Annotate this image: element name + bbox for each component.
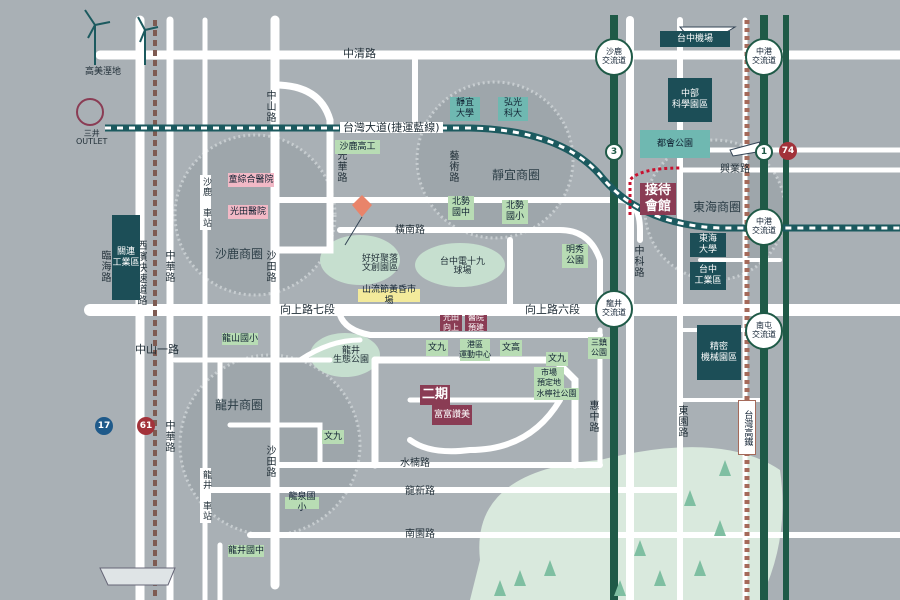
place-wenjiu-c: 文九 <box>322 430 344 444</box>
district-label-donghai: 東海商圈 <box>693 200 742 214</box>
interchange-longjing: 龍井 交流道 <box>595 290 633 328</box>
place-mitsui: 三井 OUTLET <box>76 129 108 146</box>
place-tunghai-university: 東海 大學 <box>690 233 726 257</box>
place-planned-hospital: 醫院 預建 <box>465 313 487 332</box>
road-label-nanyuan: 南園路 <box>405 529 435 540</box>
place-fuwang-project: 富富讚美 <box>432 405 472 425</box>
place-port-sports-center: 港區 運動中心 <box>459 339 491 361</box>
road-label-zhongxing: 興業路 <box>720 164 750 175</box>
place-taichung-airport: 台中機場 <box>660 31 730 47</box>
place-taiwan-hsr: 台灣高鐵 <box>738 400 756 455</box>
place-gaomei: 高美溼地 <box>85 67 122 77</box>
district-label-longjing: 龍井商圈 <box>215 398 264 412</box>
interchange-shalu: 沙鹿 交流道 <box>595 38 633 76</box>
kite-string <box>344 216 363 246</box>
district-label-shalu: 沙鹿商圈 <box>215 247 264 261</box>
road-label-linhai: 臨海路 <box>99 250 110 283</box>
place-wenjiu-a: 文九 <box>426 340 448 356</box>
place-kuang-tien-xiangshang: 光田 向上 <box>440 313 462 332</box>
place-shanliu-market: 山流節黃昏市場 <box>358 285 420 306</box>
park-taizhong-19 <box>415 243 505 287</box>
road-label-shalu-s: 沙田路 <box>264 445 275 478</box>
place-longjing-junior-high: 龍井國中 <box>228 545 265 557</box>
place-eco-park: 龍井 生態公園 <box>333 346 370 365</box>
station-longjing: 龍井 車站 <box>200 468 211 523</box>
place-taizhong-19: 台中電十九 球場 <box>440 257 486 276</box>
place-wengao-a: 文高 <box>500 340 522 356</box>
ship-icon <box>99 567 176 586</box>
windmill-icon <box>84 9 159 65</box>
place-metropolitan-park: 都會公園 <box>640 130 710 158</box>
road-label-taiwan-blvd: 台灣大道(捷運藍線) <box>340 122 443 133</box>
trees <box>494 460 731 596</box>
place-providence-university: 靜宜 大學 <box>450 97 480 121</box>
place-central-science-park: 中部 科學園區 <box>668 78 712 122</box>
road-label-zhonghua-s: 中華路 <box>163 420 174 453</box>
interchange-nantun: 南屯 交流道 <box>745 312 783 350</box>
place-shalu-vocational: 沙鹿高工 <box>335 140 380 154</box>
road-label-zhongshan-v: 中山路 <box>264 90 275 123</box>
place-mingxiu-park: 明秀 公園 <box>562 244 588 268</box>
road-label-shuiliang: 水楠路 <box>400 458 430 469</box>
road-label-huizhong: 惠中路 <box>587 400 598 433</box>
road-label-sijian: 藝術路 <box>447 150 458 183</box>
place-taichung-industrial: 台中 工業區 <box>690 262 726 290</box>
place-phase-two: 二期 <box>420 385 450 405</box>
route-61-shield: 61 <box>137 417 155 435</box>
road-label-zhongqing: 中清路 <box>343 47 376 60</box>
place-beishi-junior-high: 北勢 國中 <box>448 196 474 220</box>
park-haoxiang <box>320 235 400 285</box>
station-shalu: 沙鹿 車站 <box>200 175 211 230</box>
road-label-xiangshang-6: 向上路六段 <box>525 303 580 316</box>
place-water-park: 水檸社公園 <box>534 388 579 400</box>
place-beishi-elementary: 北勢 國小 <box>502 200 528 224</box>
interchange-zhonggang-north: 中港 交流道 <box>745 38 783 76</box>
road-label-zhonghua: 中華路 <box>163 250 174 283</box>
place-precision-machinery-park: 精密 機械園區 <box>697 325 741 380</box>
place-haoxiang-park: 好好聚落 文創園區 <box>362 254 399 273</box>
road-label-dongyuan: 東園路 <box>676 405 687 438</box>
road-label-zhongshan-1: 中山一路 <box>135 343 179 356</box>
place-reception-hall: 接待 會館 <box>640 183 676 215</box>
road-label-longxi: 龍新路 <box>405 486 435 497</box>
place-hungkuang-university: 弘光 科大 <box>498 97 528 121</box>
place-longquan-elementary: 龍泉國小 <box>285 492 319 513</box>
route-74-shield: 74 <box>779 142 797 160</box>
place-tongs-hospital: 童綜合醫院 <box>228 173 274 187</box>
mrt-line <box>105 126 900 230</box>
place-kuang-tien-hospital: 光田醫院 <box>228 205 268 219</box>
interchange-zhonggang: 中港 交流道 <box>745 208 783 246</box>
road-label-zhongpu: 中科路 <box>632 245 643 278</box>
route-3-shield: 3 <box>605 143 623 161</box>
district-circle-jingyi <box>415 80 575 240</box>
road-label-guanghua: 光華路 <box>335 150 346 183</box>
place-wenjiu-b: 文九 <box>546 352 568 366</box>
ferris-wheel-icon <box>76 98 104 126</box>
place-longshan-elementary: 龍山國小 <box>222 333 259 345</box>
kite-icon <box>352 195 372 217</box>
road-label-shalu-n: 沙田路 <box>264 250 275 283</box>
place-port-industrial: 關連 工業區 <box>112 215 140 300</box>
road-label-xiangshang-7: 向上路七段 <box>280 303 335 316</box>
district-label-jingyi: 靜宜商圈 <box>492 168 541 182</box>
place-sanji-park: 三鎮 公園 <box>588 337 610 359</box>
place-market-reserved: 市場 預定地 <box>534 367 564 389</box>
road-label-zhuoyuan: 橫南路 <box>395 225 425 236</box>
road-label-xibin-expwy: 西濱快速道路 <box>135 240 146 306</box>
route-1-shield: 1 <box>755 143 773 161</box>
planned-line <box>628 166 681 215</box>
route-17-shield: 17 <box>95 417 113 435</box>
